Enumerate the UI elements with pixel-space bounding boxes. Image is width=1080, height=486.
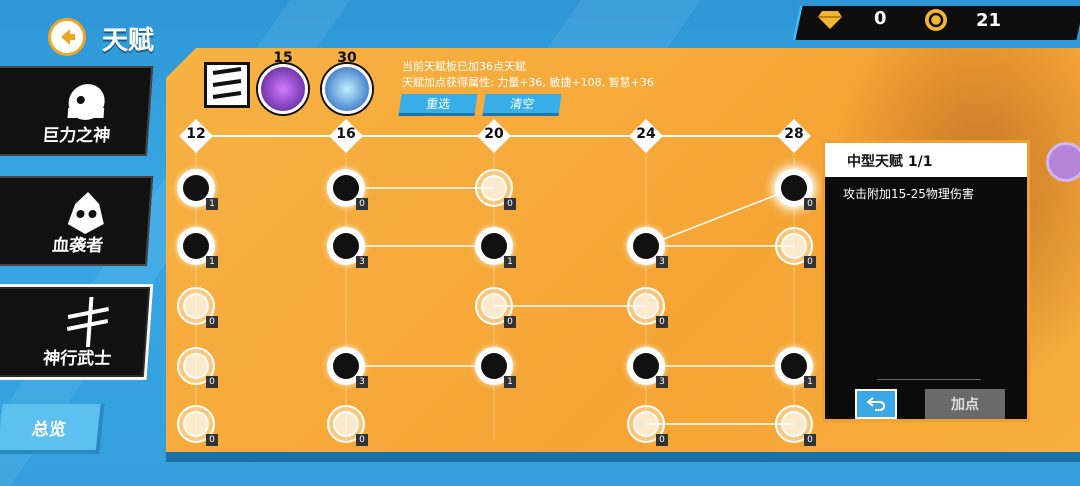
talent-icon	[183, 293, 209, 319]
talent-points: 1	[504, 256, 516, 268]
talent-icon	[481, 175, 507, 201]
talent-icon	[333, 175, 359, 201]
blood-raider-icon	[67, 192, 104, 234]
talent-node[interactable]	[475, 287, 513, 325]
hero-tab-0[interactable]: 巨力之神	[0, 66, 154, 156]
gem-counter: 0	[818, 8, 887, 29]
reset-button[interactable]: 重选	[398, 94, 478, 116]
hero-name: 巨力之神	[41, 126, 111, 146]
talent-icon	[633, 411, 659, 437]
detail-description: 攻击附加15-25物理伤害	[843, 187, 974, 201]
talent-points: 0	[504, 316, 516, 328]
talent-icon	[633, 353, 659, 379]
talent-detail-panel: 中型天赋 1/1 攻击附加15-25物理伤害 加点	[822, 140, 1030, 422]
add-point-button[interactable]: 加点	[925, 389, 1005, 419]
talent-icon	[781, 411, 807, 437]
talent-points: 0	[656, 434, 668, 446]
talent-node[interactable]	[775, 347, 813, 385]
talent-node[interactable]	[177, 347, 215, 385]
gem-count: 0	[874, 8, 887, 29]
tier-level: 20	[484, 126, 504, 142]
talent-points: 0	[206, 316, 218, 328]
talent-points: 1	[206, 256, 218, 268]
talent-icon	[333, 233, 359, 259]
skill-slot-2[interactable]	[322, 64, 372, 114]
talent-points: 3	[656, 376, 668, 388]
talent-node[interactable]	[327, 347, 365, 385]
camera-button[interactable]	[1046, 142, 1080, 182]
tier-level: 24	[636, 126, 656, 142]
talent-points: 1	[206, 198, 218, 210]
swift-warrior-icon	[66, 297, 109, 347]
hero-tab-2[interactable]: 神行武士	[0, 284, 154, 380]
talent-icon	[781, 175, 807, 201]
coin-icon	[925, 9, 947, 31]
back-arrow-icon	[61, 29, 75, 45]
giant-hero-icon	[67, 84, 105, 120]
talent-icon	[183, 175, 209, 201]
talent-board-slot[interactable]	[204, 62, 250, 108]
hero-tab-1[interactable]: 血袭者	[0, 176, 154, 266]
undo-icon	[867, 397, 885, 411]
talent-points: 0	[356, 434, 368, 446]
talent-points: 0	[504, 198, 516, 210]
skill-slot-1[interactable]	[258, 64, 308, 114]
summary-attributes: 天赋加点获得属性: 力量+36, 敏捷+108, 智慧+36	[402, 76, 654, 89]
talent-points: 0	[804, 256, 816, 268]
divider	[877, 379, 981, 380]
overview-button[interactable]: 总览	[0, 404, 105, 454]
talent-icon	[481, 233, 507, 259]
back-button[interactable]	[48, 18, 86, 56]
talent-points: 3	[356, 256, 368, 268]
talent-icon	[481, 293, 507, 319]
detail-header: 中型天赋 1/1	[825, 143, 1027, 177]
talent-points: 0	[804, 198, 816, 210]
talent-points: 0	[206, 434, 218, 446]
talent-node[interactable]	[775, 405, 813, 443]
claw-icon	[212, 67, 242, 99]
talent-points: 3	[656, 256, 668, 268]
board-bottom-edge	[166, 452, 1080, 462]
hero-name: 血袭者	[51, 236, 104, 256]
page-title: 天赋	[102, 26, 155, 56]
diamond-icon	[818, 10, 842, 29]
talent-node[interactable]	[627, 405, 665, 443]
tier-level: 16	[336, 126, 356, 142]
tier-level: 28	[784, 126, 804, 142]
talent-icon	[781, 353, 807, 379]
talent-node[interactable]	[177, 287, 215, 325]
detail-title: 中型天赋 1/1	[847, 154, 933, 170]
talent-points: 0	[356, 198, 368, 210]
summary-points: 当前天赋板已加36点天赋	[402, 60, 526, 73]
talent-node[interactable]	[627, 347, 665, 385]
talent-icon	[183, 353, 209, 379]
talent-points: 1	[804, 376, 816, 388]
coin-count: 21	[976, 9, 1002, 31]
talent-points: 1	[504, 376, 516, 388]
talent-icon	[633, 233, 659, 259]
talent-node[interactable]	[327, 169, 365, 207]
talent-icon	[333, 353, 359, 379]
talent-icon	[481, 353, 507, 379]
talent-node[interactable]	[627, 287, 665, 325]
talent-icon	[633, 293, 659, 319]
talent-icon	[183, 411, 209, 437]
coin-counter: 21	[924, 8, 1001, 32]
talent-node[interactable]	[327, 405, 365, 443]
clear-button[interactable]: 清空	[482, 94, 562, 116]
talent-icon	[183, 233, 209, 259]
talent-icon	[781, 233, 807, 259]
talent-points: 0	[656, 316, 668, 328]
talent-node[interactable]	[775, 169, 813, 207]
hero-name: 神行武士	[42, 349, 112, 369]
skill-level: 30	[337, 50, 357, 66]
undo-button[interactable]	[855, 389, 897, 419]
tier-level: 12	[186, 126, 206, 142]
skill-level: 15	[273, 50, 293, 66]
talent-points: 0	[206, 376, 218, 388]
talent-points: 3	[356, 376, 368, 388]
talent-icon	[333, 411, 359, 437]
talent-points: 0	[804, 434, 816, 446]
